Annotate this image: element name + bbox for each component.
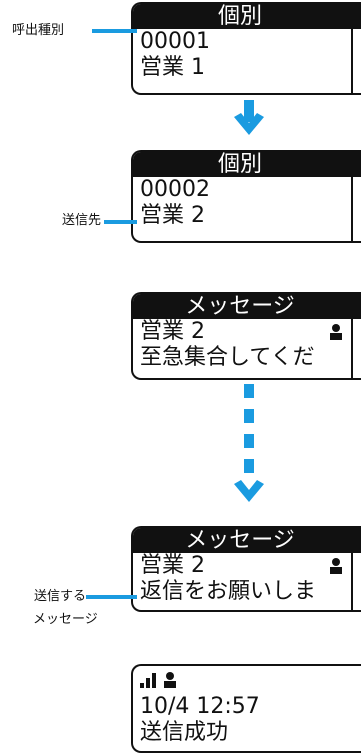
- screen-line-id: 00002: [140, 177, 210, 202]
- screen-header: 個別: [133, 152, 361, 177]
- scrollbar: [351, 553, 361, 610]
- screen-message-2: メッセージ 営業 2 返信をお願いしま: [131, 526, 361, 612]
- label-send-message-1: 送信する: [34, 589, 87, 604]
- sender-name: 営業 2: [140, 319, 205, 344]
- user-icon: [330, 324, 342, 340]
- label-send-message-2: メッセージ: [33, 612, 98, 627]
- screen-header: メッセージ: [133, 294, 361, 319]
- screen-line-id: 00001: [140, 29, 210, 54]
- signal-icon: [140, 673, 156, 688]
- screen-line-status: 送信成功: [140, 720, 229, 745]
- dashed-arrow-down-icon: [234, 384, 264, 502]
- label-destination: 送信先: [62, 213, 102, 228]
- screen-result: 10/4 12:57 送信成功: [131, 664, 361, 753]
- leader-call-type: [92, 29, 137, 33]
- user-icon: [330, 558, 342, 574]
- screen-status-icons: [133, 666, 361, 694]
- screen-line-name: 営業 2: [140, 203, 205, 228]
- screen-header: 個別: [133, 4, 361, 29]
- leader-destination: [104, 220, 137, 224]
- screen-message-1: メッセージ 営業 2 至急集合してくだ: [131, 292, 361, 380]
- user-icon: [164, 672, 176, 688]
- leader-send-message: [86, 595, 137, 599]
- screen-header: メッセージ: [133, 528, 361, 553]
- sender-name: 営業 2: [140, 553, 205, 578]
- screen-line-message: 返信をお願いしま: [140, 579, 317, 604]
- scrollbar: [351, 177, 361, 241]
- scrollbar: [351, 29, 361, 93]
- arrow-down-icon: [234, 100, 264, 135]
- screen-individual-1: 個別 00001 営業 1: [131, 2, 361, 95]
- screen-line-sender: 営業 2: [133, 553, 361, 579]
- screen-line-datetime: 10/4 12:57: [140, 694, 260, 719]
- screen-line-sender: 営業 2: [133, 319, 361, 345]
- scrollbar: [351, 319, 361, 378]
- label-call-type: 呼出種別: [12, 23, 65, 38]
- screen-line-message: 至急集合してくだ: [140, 345, 315, 370]
- screen-individual-2: 個別 00002 営業 2: [131, 150, 361, 243]
- screen-line-name: 営業 1: [140, 55, 205, 80]
